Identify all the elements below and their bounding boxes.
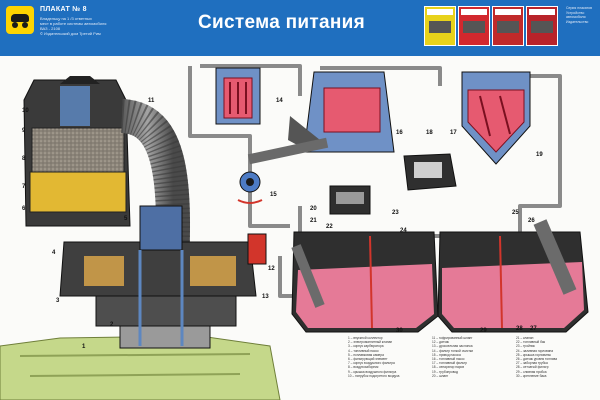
- callout-labels: 1 2 3 4 5 6 7 8 9 10 11 12 13 14 15 16 1…: [22, 98, 543, 350]
- header-info-line: ВАЗ - 2108: [40, 26, 61, 31]
- legend-item: 8 – воздухозаборник: [348, 365, 379, 370]
- poster-number: ПЛАКАТ № 8: [40, 6, 87, 13]
- header-info-line: © Издательский дом Третий Рим: [40, 31, 101, 36]
- callout-30: 30: [396, 328, 403, 334]
- legend-item: 25 – крышка горловины: [516, 352, 551, 357]
- callout-5: 5: [124, 216, 128, 222]
- callout-25: 25: [512, 210, 519, 216]
- callout-11: 11: [148, 98, 155, 104]
- fuel-tank-right: [437, 219, 589, 333]
- callout-7: 7: [22, 184, 26, 190]
- header-info-line: мест в работе системы автомобиля: [40, 21, 107, 26]
- callout-12: 12: [268, 266, 275, 272]
- legend-item: 12 – датчик: [432, 340, 449, 345]
- legend-item: 16 – топливный насос: [432, 357, 465, 362]
- legend-item: 1 – впускной коллектор: [348, 336, 383, 340]
- callout-9: 9: [22, 128, 26, 134]
- legend-item: 19 – трубопровод: [432, 369, 459, 374]
- callout-15: 15: [270, 192, 277, 198]
- book-thumbnail: [458, 6, 490, 46]
- legend-item: 3 – корпус карбюратора: [348, 344, 384, 349]
- callout-1: 1: [82, 344, 86, 350]
- fuel-pump: [247, 71, 395, 165]
- legend-item: 23 – тройник: [516, 344, 535, 349]
- page-title: Система питания: [198, 12, 366, 33]
- legend-item: 5 – поплавковая камера: [348, 352, 384, 357]
- header-bar: ПЛАКАТ № 8 Владельцу на 1 /3 ответных ме…: [0, 0, 600, 56]
- legend-item: 2 – электромагнитный клапан: [348, 340, 393, 345]
- callout-20: 20: [310, 206, 317, 212]
- callout-23: 23: [392, 210, 399, 216]
- callout-13: 13: [262, 294, 269, 300]
- legend-item: 26 – датчик уровня топлива: [516, 357, 557, 362]
- legend-item: 7 – корпус воздушного фильтра: [348, 361, 395, 366]
- legend-item: 21 – клапан: [516, 336, 534, 340]
- callout-14: 14: [276, 98, 283, 104]
- fuel-system-diagram: 1 2 3 4 5 6 7 8 9 10 11 12 13 14 15 16 1…: [0, 64, 589, 400]
- engine-block: [0, 335, 281, 400]
- book-thumbnail: [424, 6, 456, 46]
- callout-28: 28: [516, 326, 523, 332]
- fuel-gauge-box: [403, 153, 457, 191]
- callout-16: 16: [396, 130, 403, 136]
- callout-24: 24: [400, 228, 407, 234]
- legend-item: 14 – фильтр тонкой очистки: [432, 348, 474, 353]
- legend-item: 20 – шланг: [432, 373, 449, 378]
- callout-29: 29: [480, 328, 487, 334]
- fuel-tank-left: [291, 231, 439, 333]
- callout-27: 27: [530, 326, 537, 332]
- callout-26: 26: [528, 218, 535, 224]
- callout-19: 19: [536, 152, 543, 158]
- callout-2: 2: [110, 322, 114, 328]
- legend-item: 28 – сетчатый фильтр: [516, 365, 549, 370]
- legend-item: 29 – сливная пробка: [516, 369, 547, 374]
- callout-8: 8: [22, 156, 26, 162]
- callout-22: 22: [326, 224, 333, 230]
- callout-18: 18: [426, 130, 433, 136]
- fine-fuel-filter: [215, 67, 261, 125]
- callout-4: 4: [52, 250, 56, 256]
- legend-item: 9 – крышка воздушного фильтра: [348, 369, 397, 374]
- legend-item: 11 – гофрированный шланг: [432, 336, 473, 340]
- air-filter-housing: [23, 76, 131, 227]
- legend-item: 22 – топливный бак: [516, 340, 545, 345]
- callout-17: 17: [450, 130, 457, 136]
- legend-item: 6 – фильтрующий элемент: [348, 357, 388, 362]
- callout-21: 21: [310, 218, 317, 224]
- vapor-separator: [461, 71, 531, 165]
- callout-10: 10: [22, 108, 29, 114]
- legend-item: 17 – топливный фильтр: [432, 361, 467, 366]
- legend-item: 27 – заборная трубка: [516, 361, 548, 366]
- book-thumbnail: [526, 6, 558, 46]
- legend-item: 15 – привод насоса: [432, 352, 461, 357]
- book-thumbnail: [492, 6, 524, 46]
- legend-item: 10 – патрубок подогретого воздуха: [348, 373, 400, 378]
- legend-item: 30 – крепление бака: [516, 373, 547, 378]
- legend-item: 18 – сепаратор паров: [432, 365, 465, 370]
- valve-block: [329, 185, 371, 215]
- pump-drive: [237, 171, 263, 204]
- legend-item: 13 – дроссельная заслонка: [432, 344, 473, 349]
- callout-3: 3: [56, 298, 60, 304]
- header-info-line: Владельцу на 1 /3 ответных: [40, 16, 92, 21]
- car-logo-icon: [6, 6, 34, 34]
- legend-item: 24 – заливная горловина: [516, 348, 554, 353]
- header-side-info: Серия плакатов Устройство автомобиля Изд…: [566, 6, 592, 24]
- legend-item: 4 – топливный насос: [348, 348, 379, 353]
- carburetor: [59, 205, 267, 349]
- callout-6: 6: [22, 206, 26, 212]
